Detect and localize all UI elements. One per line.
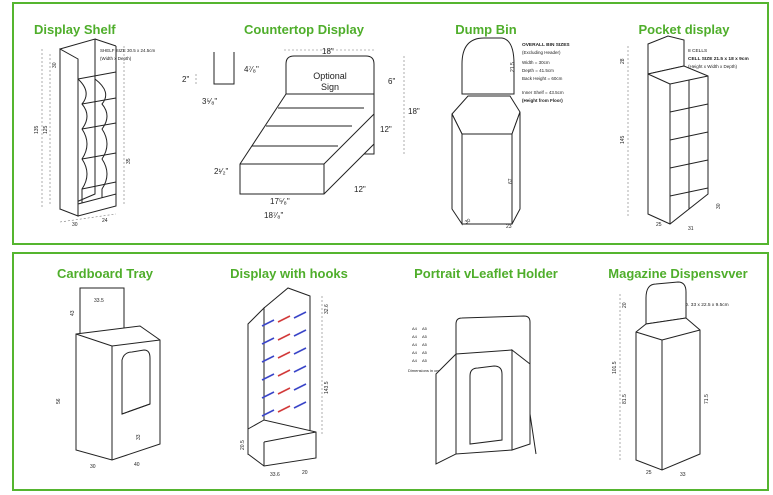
pocket-display-drawing: 8 CELLS CELL SIZE 21.5 x 18 x 9cm (Heigh… (620, 35, 749, 232)
cardboard-tray-dim-width: 30 (90, 464, 96, 470)
leaflet-holder-title: Portrait vLeaflet Holder (414, 266, 558, 281)
display-shelf-dim-outer: 135 (34, 125, 40, 134)
top-panel: Display Shelf SHELF SIZE 30.5 x 24.5cm (… (12, 2, 769, 245)
hooks-dim-width: 33.6 (270, 472, 280, 478)
leaflet-table-r3-a: A4 (412, 350, 418, 355)
leaflet-table-r4-a: A4 (412, 358, 418, 363)
leaflet-table-r2-a: A4 (412, 342, 418, 347)
display-shelf-note-1: SHELF SIZE 30.5 x 24.5cm (100, 48, 156, 53)
countertop-sign-line-2: Sign (321, 82, 339, 92)
magazine-dim-width: 33 (680, 472, 686, 478)
display-shelf-dim-mid: 35 (126, 158, 132, 164)
leaflet-table-r0-a: A4 (412, 326, 418, 331)
pocket-display-dim-depth: 25 (656, 222, 662, 228)
dump-bin-dim-depth: 23 (506, 224, 512, 230)
countertop-dim-tab-width: 3⁵⁄₈" (202, 97, 217, 106)
hooks-dim-depth: 20 (302, 470, 308, 476)
display-shelf-dim-top: 30 (52, 62, 58, 68)
leaflet-table-r2-b: A5 (422, 342, 428, 347)
countertop-dim-front-lip: 2¹⁄₂" (214, 167, 229, 176)
magazine-dim-height-inner: 81.5 (622, 394, 628, 404)
dump-bin-inner-shelf: Inner Shelf = 43.5cm (522, 90, 564, 95)
magazine-dim-depth: 25 (646, 470, 652, 476)
countertop-dim-front-width: 17⁵⁄₈" (270, 197, 290, 206)
pocket-display-cell-size: CELL SIZE 21.5 x 18 x 9cm (688, 56, 749, 62)
dump-bin-sizes-heading: OVERALL BIN SIZES (522, 42, 570, 48)
magazine-dispenser-note: I.D. 33 x 22.5 x 9.5cm (682, 302, 729, 308)
countertop-sign-line-1: Optional (313, 71, 347, 81)
cardboard-tray-dim-header-width: 33.5 (94, 298, 104, 304)
dump-bin-width: Width = 30cm (522, 60, 550, 65)
display-shelf-dim-depth: 24 (102, 218, 108, 224)
countertop-dim-top-width: 18" (322, 47, 334, 56)
countertop-display-cell: Countertop Display 2" 4⁷⁄₈" 3⁵⁄₈" 18" Op… (174, 4, 434, 240)
display-shelf-drawing: SHELF SIZE 30.5 x 24.5cm (Width x Depth)… (34, 38, 156, 228)
magazine-dispenser-cell: Magazine Dispensvver I.D. 33 x 22.5 x 9.… (590, 254, 766, 486)
cardboard-tray-drawing: 33.5 43 56 33 30 40 (56, 287, 161, 470)
cardboard-tray-cell: Cardboard Tray 33.5 43 56 33 30 40 (20, 254, 190, 486)
countertop-display-title: Countertop Display (244, 22, 364, 37)
countertop-dim-tab-height: 2" (182, 75, 189, 84)
dump-bin-inner-shelf-sub: (Height from Floor) (522, 98, 563, 103)
countertop-dim-depth: 12" (354, 185, 366, 194)
hooks-dim-header: 32.6 (324, 304, 330, 314)
pocket-display-dim-height: 145 (620, 135, 626, 144)
countertop-dim-tab-depth: 4⁷⁄₈" (244, 65, 259, 74)
display-shelf-title: Display Shelf (34, 22, 116, 37)
magazine-dispenser-title: Magazine Dispensvver (608, 266, 748, 281)
dump-bin-dim-width: 30 (464, 218, 472, 226)
cardboard-tray-dim-height: 56 (56, 398, 62, 404)
cardboard-tray-dim-header-height: 43 (70, 310, 76, 316)
dump-bin-drawing: OVERALL BIN SIZES (Excluding Header) Wid… (451, 37, 570, 230)
leaflet-size-table: A4 A5 A4 A5 A4 A5 A4 A5 A4 A5 Dimensions… (408, 326, 440, 373)
countertop-dim-base-width: 18⁷⁄₈" (264, 211, 283, 220)
display-shelf-cell: Display Shelf SHELF SIZE 30.5 x 24.5cm (… (20, 4, 160, 240)
display-shelf-dim-inner: 125 (43, 125, 49, 134)
dump-bin-dim-height: 67 (508, 178, 514, 184)
bottom-panel: Cardboard Tray 33.5 43 56 33 30 40 Displ… (12, 252, 769, 491)
pocket-display-cell-size-sub: (Height x Width x Depth) (688, 64, 738, 69)
magazine-dispenser-drawing: I.D. 33 x 22.5 x 9.5cm 20 101.5 81.5 71.… (612, 281, 729, 478)
countertop-dim-total-height: 18" (408, 107, 420, 116)
dump-bin-cell: Dump Bin OVERALL BIN SIZES (Excluding He… (432, 4, 592, 240)
dump-bin-title: Dump Bin (455, 22, 517, 37)
pocket-display-cell: Pocket display 8 CELLS CELL SIZE 21.5 x … (600, 4, 768, 240)
dump-bin-back-height: Back Height = 60cm (522, 76, 563, 81)
hooks-dim-base: 20.5 (240, 440, 246, 450)
leaflet-table-r0-b: A5 (422, 326, 428, 331)
cardboard-tray-dim-front: 33 (136, 434, 142, 440)
display-with-hooks-cell: Display with hooks 32.6 143.5 20.5 33.6 … (204, 254, 374, 486)
hooks-group (261, 311, 307, 417)
leaflet-holder-drawing: A4 A5 A4 A5 A4 A5 A4 A5 A4 A5 Dimensions… (408, 315, 537, 465)
countertop-dim-tier-height: 12" (380, 125, 392, 134)
dump-bin-dim-header: 21.5 (510, 62, 516, 72)
leaflet-table-caption: Dimensions in cm (408, 368, 440, 373)
leaflet-table-r1-b: A5 (422, 334, 428, 339)
pocket-display-title: Pocket display (638, 22, 730, 37)
magazine-dim-side: 71.5 (704, 394, 710, 404)
countertop-display-drawing: 2" 4⁷⁄₈" 3⁵⁄₈" 18" Optional Sign 6" 18" … (182, 47, 420, 220)
countertop-dim-sign-height: 6" (388, 77, 395, 86)
display-with-hooks-title: Display with hooks (230, 266, 348, 281)
pocket-display-dim-base: 30 (716, 203, 722, 209)
leaflet-holder-cell: Portrait vLeaflet Holder A4 A5 A4 A5 A4 … (386, 254, 586, 486)
pocket-display-cells: 8 CELLS (688, 48, 707, 54)
dump-bin-depth: Depth = 41.5cm (522, 68, 554, 73)
cardboard-tray-title: Cardboard Tray (56, 266, 154, 281)
magazine-dim-height-outer: 101.5 (612, 361, 618, 374)
display-with-hooks-drawing: 32.6 143.5 20.5 33.6 20 (240, 287, 330, 478)
leaflet-table-r3-b: A5 (422, 350, 428, 355)
pocket-display-dim-width: 31 (688, 226, 694, 232)
hooks-dim-height: 143.5 (324, 381, 330, 394)
pocket-display-dim-header: 28 (620, 58, 626, 64)
leaflet-table-r1-a: A4 (412, 334, 418, 339)
cardboard-tray-dim-depth: 40 (134, 462, 140, 468)
dump-bin-sizes-sub: (Excluding Header) (522, 50, 561, 55)
magazine-dim-header: 20 (622, 302, 628, 308)
leaflet-table-r4-b: A5 (422, 358, 428, 363)
display-shelf-dim-width: 30 (72, 222, 78, 228)
